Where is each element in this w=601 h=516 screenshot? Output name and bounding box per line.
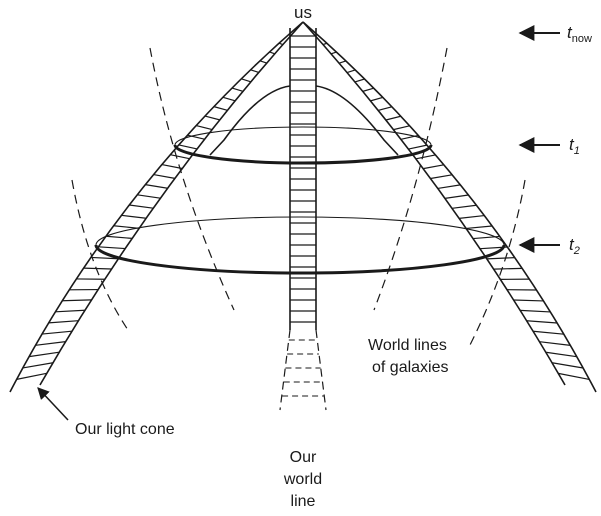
world-line-right-dashed [316, 330, 326, 410]
light-cone-right-hatching [315, 35, 589, 380]
hatch-rung [145, 185, 167, 189]
world-line-label-line1: Our [290, 449, 317, 466]
hatch-rung [452, 205, 476, 208]
world-line-label-line3: line [291, 493, 316, 510]
hatch-rung [49, 321, 79, 323]
hatch-rung [35, 342, 65, 346]
world-line-hatching [282, 36, 324, 396]
time-now-label: tnow [567, 23, 592, 45]
hatch-rung [279, 43, 283, 44]
galaxies-label-line1: World lines [368, 337, 447, 354]
hatch-rung [55, 310, 85, 312]
hatch-rung [187, 135, 204, 139]
time-slices [96, 127, 504, 273]
hatch-rung [347, 70, 355, 73]
hatch-rung [251, 70, 259, 73]
light-cone-left-inner-edge [40, 22, 303, 385]
hatch-rung [62, 300, 91, 301]
hatch-rung [154, 175, 175, 179]
light-cone [10, 22, 596, 392]
hatch-rung [445, 195, 469, 198]
hatch-rung [370, 97, 382, 100]
inner-cusp-left-edge [210, 86, 290, 155]
hatch-rung [527, 321, 557, 323]
hatch-rung [29, 352, 59, 356]
hatch-rung [552, 363, 583, 368]
hatch-rung [98, 247, 125, 249]
hatch-rung [323, 43, 327, 44]
hatch-rung [386, 116, 401, 120]
hatch-rung [129, 205, 153, 208]
hatch-rung [170, 155, 189, 159]
hatch-rung [514, 300, 544, 301]
hatch-rung [546, 352, 577, 356]
hatch-rung [106, 236, 132, 238]
hatch-rung [269, 52, 274, 54]
hatch-rung [466, 226, 492, 228]
light-cone-label: Our light cone [75, 421, 175, 438]
hatch-rung [423, 165, 444, 169]
light-cone-right-inner-edge [303, 22, 565, 385]
hatch-rung [487, 258, 515, 259]
hatch-rung [520, 310, 550, 312]
hatch-rung [416, 155, 436, 159]
hatch-rung [121, 215, 146, 218]
hatch-rung [378, 107, 392, 111]
hatch-rung [459, 216, 484, 219]
hatch-rung [431, 175, 453, 179]
hatch-rung [23, 363, 53, 368]
hatch-rung [393, 126, 409, 130]
hatch-rung [84, 268, 112, 269]
hatch-rung [17, 373, 47, 379]
hatch-rung [42, 331, 72, 334]
hatch-rung [438, 185, 461, 189]
galaxy-world-line-left-outer [72, 180, 128, 330]
time-1-label: t1 [569, 135, 580, 157]
apex-label: us [294, 3, 312, 22]
hatch-rung [232, 88, 243, 91]
hatch-rung [355, 79, 365, 82]
hatch-rung [223, 97, 235, 101]
hatch-rung [558, 373, 589, 379]
slice-t2-front [96, 245, 504, 273]
hatch-rung [331, 52, 336, 54]
hatch-rung [533, 331, 564, 334]
arrow-light-cone [38, 388, 68, 420]
hatch-rung [137, 195, 160, 198]
hatch-rung [260, 61, 267, 63]
light-cone-right-outer-edge [303, 22, 596, 392]
hatch-rung [179, 145, 197, 149]
hatch-rung [363, 88, 374, 91]
galaxies-label-line2: of galaxies [372, 359, 449, 376]
galaxy-world-line-right-outer [470, 180, 525, 345]
slice-t1-front [175, 145, 431, 163]
hatch-rung [214, 107, 228, 111]
our-world-line-band [280, 28, 326, 410]
hatch-rung [339, 61, 346, 63]
world-line-label-line2: world [283, 471, 322, 488]
hatch-rung [241, 79, 251, 82]
hatch-rung [408, 145, 426, 149]
hatch-rung [205, 116, 220, 120]
hatch-rung [494, 268, 523, 269]
time-2-label: t2 [569, 235, 580, 257]
hatch-rung [539, 342, 570, 346]
hatch-rung [196, 126, 212, 130]
world-line-left-dashed [280, 330, 290, 410]
